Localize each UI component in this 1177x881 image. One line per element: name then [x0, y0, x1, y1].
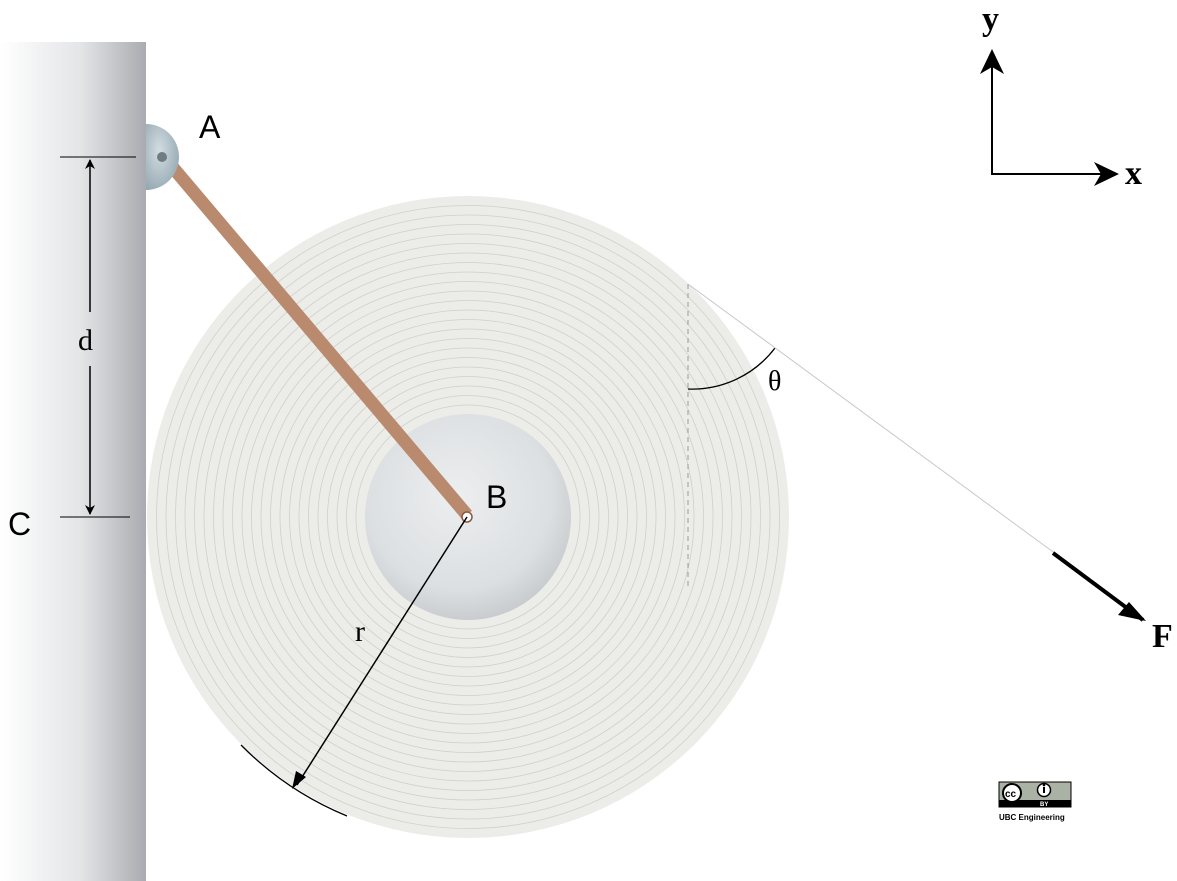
roll-ring	[289, 338, 647, 696]
roll-ring	[222, 271, 714, 763]
label-d: d	[78, 324, 93, 357]
rod-ab	[159, 152, 472, 520]
label-theta: θ	[768, 366, 781, 397]
roll-ring	[327, 376, 609, 658]
label-y: y	[982, 1, 999, 38]
roll-ring	[232, 281, 704, 753]
x-axis-arrowhead	[1094, 162, 1119, 186]
radius-r-tick-arc	[240, 744, 348, 817]
roll-ring	[317, 366, 619, 668]
paper-strip	[687, 283, 1061, 558]
roll-ring	[270, 319, 666, 715]
roll-ring	[175, 224, 761, 810]
roll-ring	[336, 385, 600, 649]
label-a: A	[199, 109, 221, 145]
pin-a-hole	[157, 152, 167, 162]
roll-ring	[184, 233, 752, 801]
y-axis-arrowhead	[980, 49, 1004, 74]
roll-ring	[279, 328, 657, 706]
cc-by-license-badge: cc BY	[998, 781, 1072, 808]
roll-rings	[156, 205, 780, 829]
roll-ring	[355, 404, 581, 630]
wall	[0, 42, 146, 881]
cc-text: cc	[1005, 789, 1017, 800]
radius-r-arrowhead	[292, 771, 306, 789]
label-c: C	[8, 506, 31, 542]
roll-ring	[156, 205, 780, 829]
label-r: r	[355, 615, 365, 648]
roll-ring	[251, 300, 685, 734]
roll-ring	[298, 347, 638, 687]
label-b: B	[486, 479, 507, 515]
roll-ring	[241, 290, 695, 744]
radius-r-arrow	[296, 516, 468, 786]
license-credit: UBC Engineering	[999, 813, 1065, 822]
roll-ring	[165, 214, 771, 820]
roll-ring	[213, 262, 723, 772]
cc-logo-icon	[1002, 783, 1022, 803]
roll-ring	[194, 243, 742, 791]
label-x: x	[1125, 155, 1142, 192]
force-f-arrowhead	[1118, 602, 1146, 621]
theta-arc	[687, 347, 776, 390]
roll-ring	[346, 395, 590, 639]
roll-ring	[308, 357, 628, 677]
by-text: BY	[1040, 802, 1048, 808]
roll-ring	[260, 309, 676, 725]
roll-ring	[203, 252, 733, 782]
label-f: F	[1152, 618, 1173, 655]
